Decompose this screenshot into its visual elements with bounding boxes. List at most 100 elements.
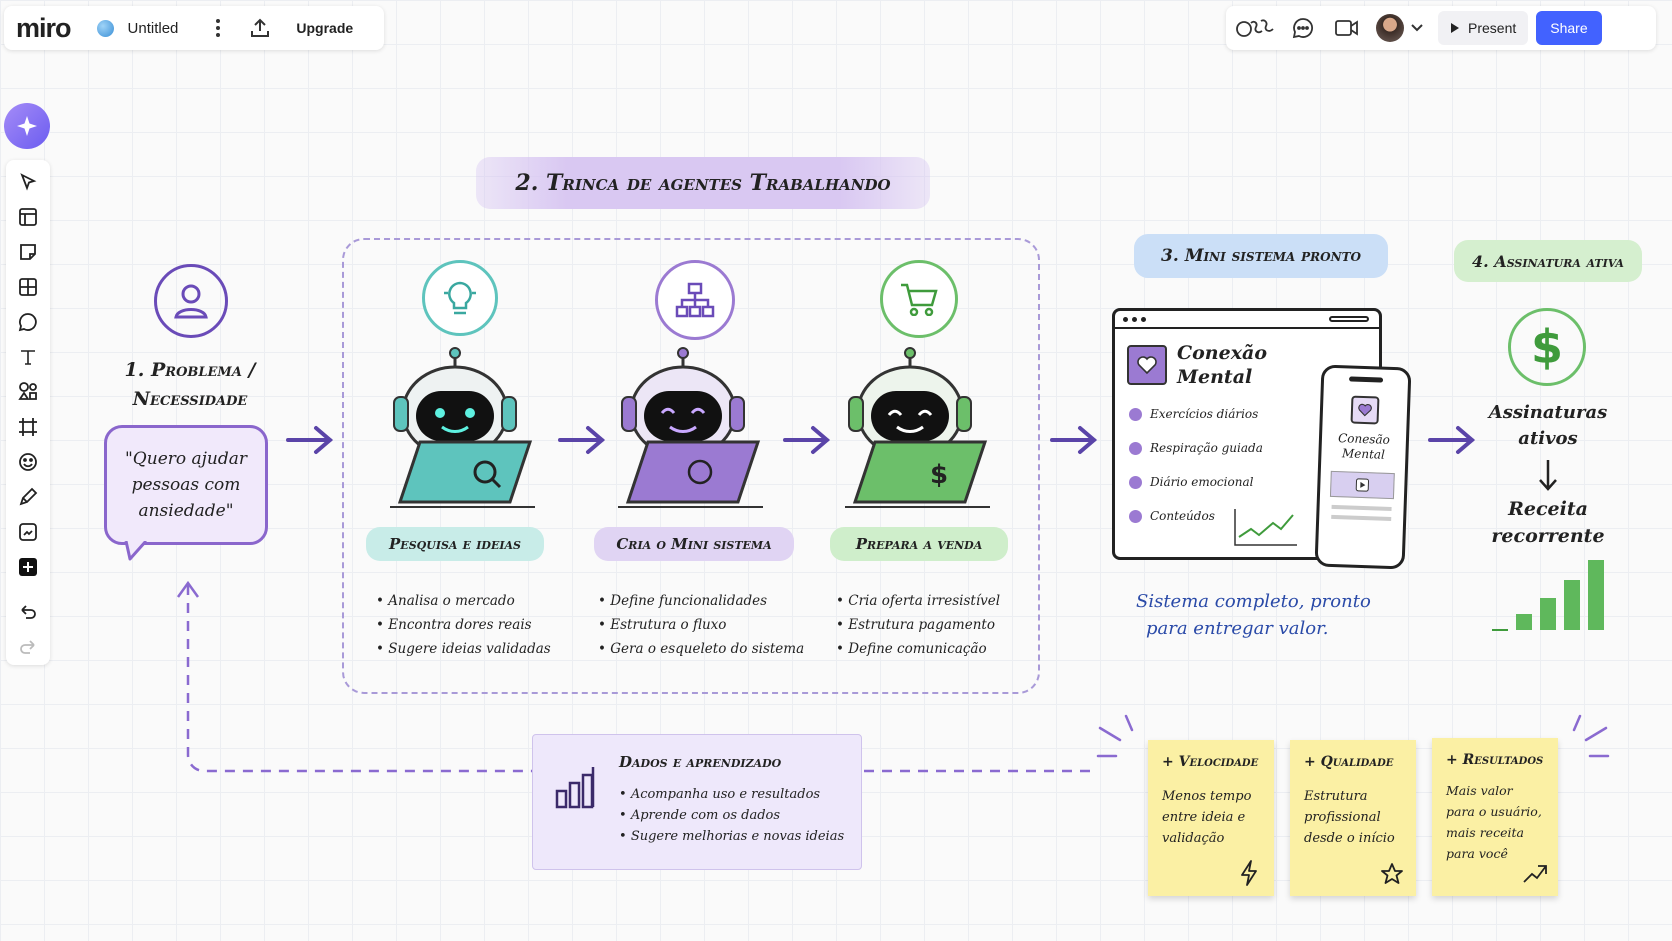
quote-line1: "Quero ajudar bbox=[124, 449, 248, 469]
share-button[interactable]: Share bbox=[1536, 11, 1602, 45]
agent-builder-list: Define funcionalidades Estrutura o fluxo… bbox=[598, 593, 804, 665]
sticky-note-speed[interactable]: + Velocidade Menos tempo entre ideia e v… bbox=[1148, 740, 1274, 896]
user-profile-icon bbox=[154, 264, 228, 338]
phone-app-name-line1: Conesão bbox=[1337, 431, 1391, 447]
list-item: Acompanha uso e resultados bbox=[619, 787, 844, 802]
sticky-note-icon[interactable] bbox=[12, 239, 44, 264]
agent-research: Pesquisa e ideias Analisa o mercado Enco… bbox=[360, 255, 570, 675]
arrow-right-icon bbox=[1428, 426, 1476, 454]
redo-icon[interactable] bbox=[12, 635, 44, 660]
play-icon bbox=[1451, 23, 1459, 33]
agent-builder-label-text: Cria o Mini sistema bbox=[616, 535, 772, 553]
data-learning-box: Dados e aprendizado Acompanha uso e resu… bbox=[532, 734, 862, 870]
pen-tool-icon[interactable] bbox=[12, 484, 44, 509]
agents-section-title: 2. Trinca de agentes Trabalhando bbox=[515, 170, 891, 196]
org-chart-bubble-icon bbox=[655, 260, 735, 340]
sticky-speed-body: Menos tempo entre ideia e validação bbox=[1162, 789, 1252, 846]
app-name-line1: Conexão bbox=[1177, 342, 1268, 364]
agent-research-label-text: Pesquisa e ideias bbox=[389, 535, 521, 553]
video-call-icon[interactable] bbox=[1332, 18, 1362, 38]
feedback-loop-line bbox=[176, 580, 1096, 773]
emoji-icon[interactable] bbox=[12, 449, 44, 474]
sticky-note-quality[interactable]: + Qualidade Estrutura profissional desde… bbox=[1290, 740, 1416, 896]
list-item: Encontra dores reais bbox=[376, 617, 551, 633]
robot-builder-icon bbox=[618, 347, 763, 508]
star-icon bbox=[1381, 863, 1403, 884]
comments-icon[interactable] bbox=[1288, 16, 1318, 40]
reactions-icon[interactable] bbox=[1234, 17, 1278, 39]
data-box-list: Acompanha uso e resultados Aprende com o… bbox=[619, 787, 844, 850]
problem-title: 1. Problema / Necessidade bbox=[90, 356, 290, 414]
subscription-line2: ativos bbox=[1518, 428, 1578, 449]
emphasis-lines-icon bbox=[1096, 714, 1134, 758]
sparkle-icon bbox=[17, 116, 37, 136]
feature-item: Conteúdos bbox=[1150, 509, 1215, 523]
user-avatar[interactable] bbox=[1376, 14, 1404, 42]
top-right-toolbar: Present Share bbox=[1226, 6, 1656, 50]
sticky-results-title: + Resultados bbox=[1446, 752, 1544, 768]
data-box-title: Dados e aprendizado bbox=[619, 753, 782, 771]
left-toolbar bbox=[6, 160, 50, 665]
recurring-revenue-text: Receita recorrente bbox=[1480, 496, 1616, 550]
list-item: Estrutura pagamento bbox=[836, 617, 1000, 633]
svg-text:$: $ bbox=[930, 460, 948, 490]
list-item: Sugere melhorias e novas ideias bbox=[619, 829, 844, 844]
board-title[interactable]: Untitled bbox=[127, 19, 179, 37]
subscription-section-header: 4. Assinatura ativa bbox=[1454, 240, 1642, 282]
subscription-text: Assinaturas ativos bbox=[1480, 400, 1616, 452]
text-tool-icon[interactable] bbox=[12, 344, 44, 369]
list-item: Define comunicação bbox=[836, 641, 1000, 657]
present-button[interactable]: Present bbox=[1438, 11, 1529, 45]
agents-section-header: 2. Trinca de agentes Trabalhando bbox=[476, 157, 930, 209]
list-item: Sugere ideias validadas bbox=[376, 641, 550, 657]
arrow-right-icon bbox=[783, 426, 831, 454]
list-item: Analisa o mercado bbox=[376, 593, 551, 609]
agent-sales-label-text: Prepara a venda bbox=[855, 535, 983, 553]
agent-research-label: Pesquisa e ideias bbox=[366, 527, 544, 561]
revenue-bars-icon bbox=[1492, 560, 1604, 631]
robot-sales-icon: $ bbox=[845, 347, 990, 508]
feature-item: Exercícios diários bbox=[1150, 407, 1259, 421]
feature-item: Respiração guiada bbox=[1150, 441, 1263, 455]
upload-icon[interactable] bbox=[12, 519, 44, 544]
add-more-icon[interactable] bbox=[12, 554, 44, 579]
revenue-line1: Receita bbox=[1508, 498, 1588, 520]
cart-bubble-icon bbox=[880, 260, 958, 338]
select-tool-icon[interactable] bbox=[12, 169, 44, 194]
table-icon[interactable] bbox=[12, 274, 44, 299]
shapes-icon[interactable] bbox=[12, 379, 44, 404]
phone-app-name-line2: Mental bbox=[1341, 446, 1386, 462]
agent-sales-label: Prepara a venda bbox=[830, 527, 1008, 561]
system-section-title: 3. Mini sistema pronto bbox=[1161, 246, 1361, 266]
sticky-note-results[interactable]: + Resultados Mais valor para o usuário, … bbox=[1432, 738, 1558, 896]
subscription-section-title: 4. Assinatura ativa bbox=[1472, 251, 1624, 271]
feature-icon bbox=[1129, 441, 1142, 455]
undo-icon[interactable] bbox=[12, 600, 44, 625]
board-color-dot-icon bbox=[96, 19, 114, 37]
sticky-speed-title: + Velocidade bbox=[1162, 754, 1259, 770]
export-icon[interactable] bbox=[248, 17, 272, 39]
dollar-circle-icon: $ bbox=[1508, 308, 1586, 386]
ai-assistant-button[interactable] bbox=[4, 103, 50, 149]
agents-container bbox=[342, 238, 1040, 694]
miro-logo[interactable]: miro bbox=[16, 12, 72, 43]
feature-icon bbox=[1129, 407, 1142, 421]
agent-research-list: Analisa o mercado Encontra dores reais S… bbox=[376, 593, 551, 665]
upgrade-button[interactable]: Upgrade bbox=[296, 20, 354, 36]
more-options-icon[interactable] bbox=[208, 19, 228, 37]
frame-tool-icon[interactable] bbox=[12, 414, 44, 439]
phone-video-play-icon bbox=[1329, 470, 1395, 500]
comment-tool-icon[interactable] bbox=[12, 309, 44, 334]
subscription-line1: Assinaturas bbox=[1488, 402, 1608, 423]
lightbulb-bubble-icon bbox=[422, 260, 498, 336]
chevron-down-icon[interactable] bbox=[1408, 24, 1426, 32]
agent-builder-label: Cria o Mini sistema bbox=[594, 527, 794, 561]
system-caption: Sistema completo, pronto para entregar v… bbox=[1136, 588, 1371, 642]
templates-icon[interactable] bbox=[12, 204, 44, 229]
arrow-right-icon bbox=[558, 426, 606, 454]
agent-sales: $ Prepara a venda Cria oferta irresistív… bbox=[820, 255, 1030, 675]
arrow-right-icon bbox=[286, 426, 334, 454]
problem-title-line1: 1. Problema / bbox=[124, 359, 256, 381]
revenue-line2: recorrente bbox=[1491, 525, 1605, 547]
window-titlebar bbox=[1115, 311, 1379, 329]
